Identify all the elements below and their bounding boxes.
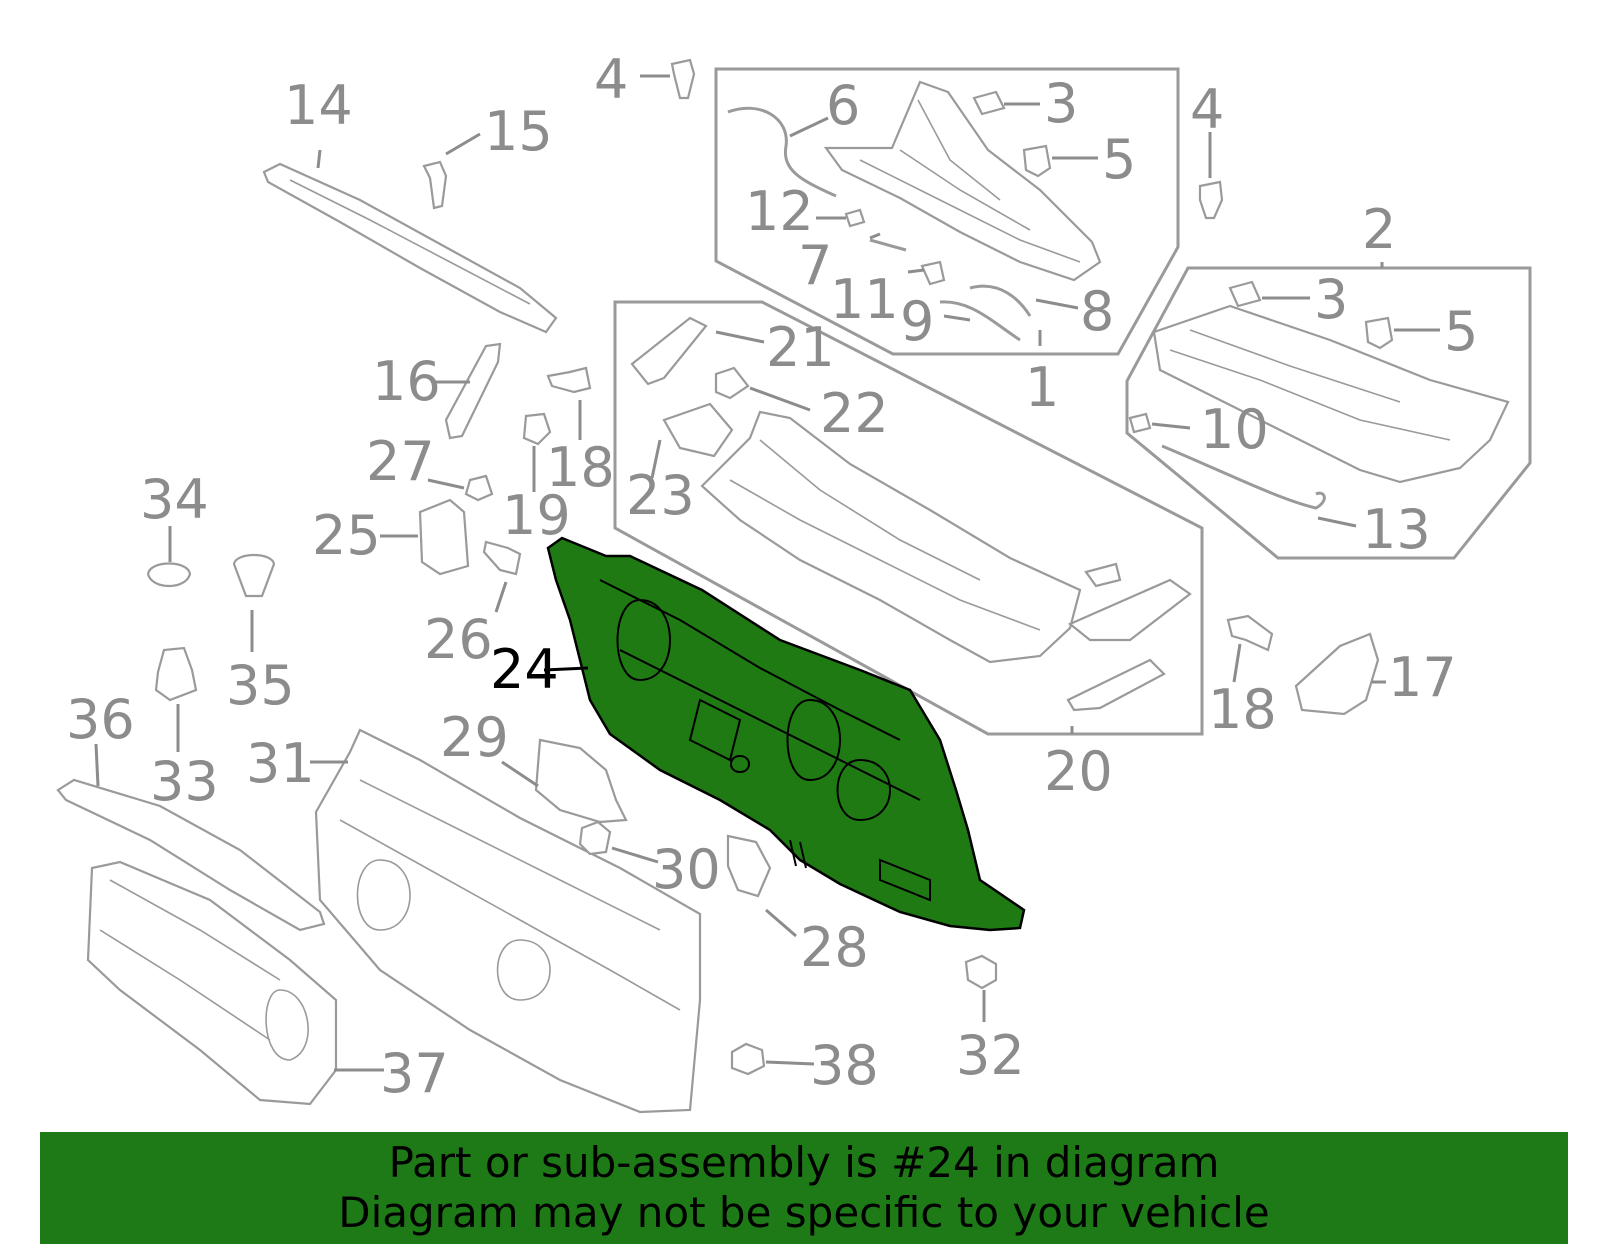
bracket-part-28 <box>726 834 772 898</box>
label-3b: 3 <box>1314 268 1348 331</box>
nut-part-32 <box>964 954 998 990</box>
hose-part-13 <box>1161 444 1326 510</box>
label-19: 19 <box>502 484 571 547</box>
label-37: 37 <box>380 1042 449 1105</box>
label-32: 32 <box>956 1024 1025 1087</box>
clip-part-4a <box>670 58 696 100</box>
part-labels: 1 2 3 3 4 4 5 5 6 7 8 9 10 11 12 13 14 1… <box>66 48 1478 1105</box>
bracket-part-20b <box>1067 578 1192 642</box>
nut-part-27 <box>464 474 494 502</box>
label-17: 17 <box>1388 646 1457 709</box>
nut-part-19 <box>522 412 552 446</box>
label-26: 26 <box>424 608 493 671</box>
reinforcement-part-14 <box>262 162 558 334</box>
label-36: 36 <box>66 688 135 751</box>
clip-part-10 <box>1128 412 1152 434</box>
clip-part-12 <box>844 208 866 228</box>
bracket-part-23 <box>662 402 734 458</box>
cowl-panel-part-20 <box>700 410 1082 664</box>
cowl-panel-part-1 <box>823 80 1102 282</box>
label-11: 11 <box>830 268 899 331</box>
bracket-part-21 <box>630 316 708 386</box>
bolt-part-26 <box>482 540 522 576</box>
brace-part-16 <box>444 342 502 440</box>
clip-part-5b <box>1364 316 1394 350</box>
label-10: 10 <box>1200 398 1269 461</box>
label-33: 33 <box>150 750 219 813</box>
label-25: 25 <box>312 504 381 567</box>
bolt-part-15 <box>422 160 448 210</box>
label-38: 38 <box>810 1034 879 1097</box>
clip-part-35 <box>232 553 276 598</box>
hose-part-6 <box>727 106 837 198</box>
label-27: 27 <box>366 430 435 493</box>
nozzle-part-7 <box>869 238 907 252</box>
label-2: 2 <box>1362 198 1396 261</box>
label-20: 20 <box>1044 740 1113 803</box>
label-18b: 18 <box>1208 678 1277 741</box>
nut-part-30 <box>578 820 612 856</box>
bolt-part-18a <box>546 366 592 394</box>
label-8: 8 <box>1080 280 1114 343</box>
bracket-part-17 <box>1294 632 1380 716</box>
label-16: 16 <box>372 350 441 413</box>
clip-part-4b <box>1198 180 1224 220</box>
group-box-2 <box>1125 266 1532 560</box>
footer-line-2: Diagram may not be specific to your vehi… <box>338 1188 1270 1237</box>
label-9: 9 <box>900 290 934 353</box>
bracket-part-3a <box>972 90 1006 116</box>
hose-part-8 <box>969 284 1032 317</box>
label-5a: 5 <box>1102 128 1136 191</box>
label-4b: 4 <box>1190 78 1224 141</box>
bracket-part-25 <box>418 498 470 576</box>
label-1: 1 <box>1025 356 1059 419</box>
connector-part-11 <box>920 260 946 286</box>
label-6: 6 <box>826 74 860 137</box>
label-29: 29 <box>440 706 509 769</box>
bracket-part-20c <box>1066 658 1166 712</box>
label-23: 23 <box>626 464 695 527</box>
label-5b: 5 <box>1444 300 1478 363</box>
label-14: 14 <box>284 74 353 137</box>
label-21: 21 <box>766 316 835 379</box>
label-13: 13 <box>1362 498 1431 561</box>
seal-part-36 <box>56 778 326 932</box>
label-22: 22 <box>820 382 889 445</box>
label-7: 7 <box>798 234 832 297</box>
insulator-part-31 <box>314 728 702 1114</box>
grommet-part-33 <box>154 646 198 702</box>
label-15: 15 <box>484 100 553 163</box>
label-4a: 4 <box>594 48 628 111</box>
group-box-1 <box>714 67 1180 356</box>
clip-part-5a <box>1022 144 1052 178</box>
leader-lines <box>94 74 1440 1072</box>
label-12: 12 <box>745 180 814 243</box>
bracket-part-3b <box>1228 280 1262 308</box>
cowl-panel-part-2 <box>1152 304 1510 484</box>
insulator-part-37 <box>86 860 338 1106</box>
footer-line-1: Part or sub-assembly is #24 in diagram <box>388 1138 1220 1187</box>
group-box-20 <box>613 300 1204 736</box>
label-34: 34 <box>140 468 209 531</box>
label-3a: 3 <box>1044 72 1078 135</box>
label-28: 28 <box>800 916 869 979</box>
nut-part-38 <box>730 1042 766 1076</box>
label-35: 35 <box>226 654 295 717</box>
clip-part-34 <box>146 562 192 587</box>
label-30: 30 <box>652 838 721 901</box>
label-31: 31 <box>246 732 315 795</box>
label-24: 24 <box>490 638 559 701</box>
bolt-part-18b <box>1226 614 1274 652</box>
bracket-part-22 <box>714 366 750 400</box>
footer-banner: Part or sub-assembly is #24 in diagram D… <box>40 1132 1568 1244</box>
dash-panel-part-24 <box>546 536 1026 932</box>
label-18a: 18 <box>546 436 615 499</box>
parts-diagram: 1 2 3 3 4 4 5 5 6 7 8 9 10 11 12 13 14 1… <box>56 48 1532 1114</box>
bracket-part-20a <box>1084 562 1122 588</box>
hose-part-9 <box>939 300 1021 342</box>
bracket-part-29 <box>534 738 628 824</box>
